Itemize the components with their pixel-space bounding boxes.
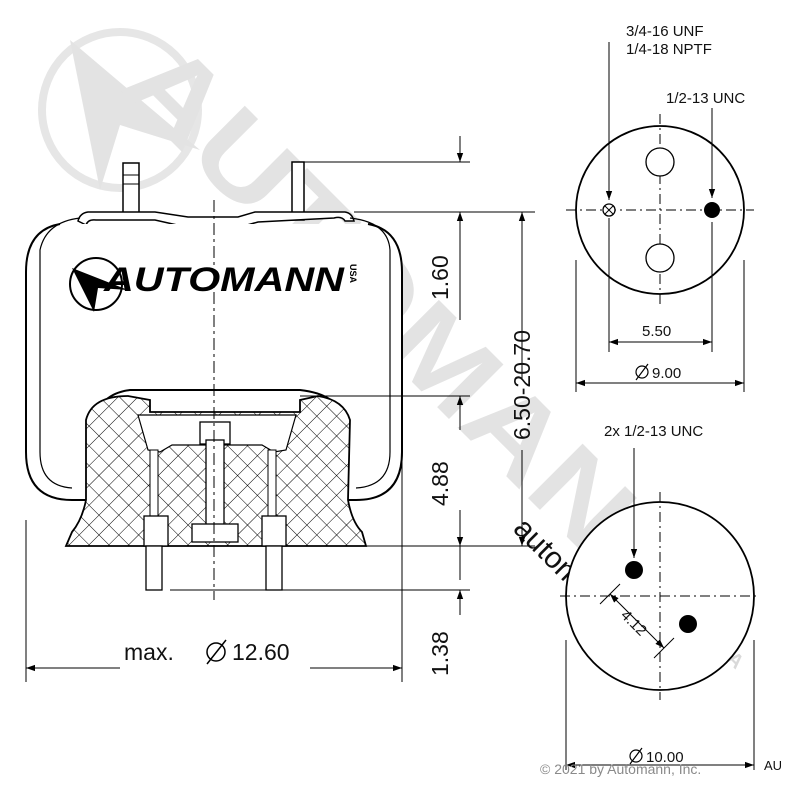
bottom-diameter-label: 10.00 xyxy=(646,749,684,766)
dim-top-height-label: 1.60 xyxy=(427,255,453,300)
dim-bottom-stud-label: 1.38 xyxy=(427,631,453,676)
top-stud-spacing-label: 5.50 xyxy=(642,323,671,340)
dim-piston-height-label: 4.88 xyxy=(427,461,453,506)
copyright-text: © 2021 by Automann, Inc. xyxy=(540,761,701,777)
bottom-thread-label: 2x 1/2-13 UNC xyxy=(604,423,703,440)
diameter-symbol-icon xyxy=(629,747,643,765)
diameter-symbol-icon xyxy=(206,639,227,665)
bottom-plate-stud-2 xyxy=(679,615,697,633)
top-bead-plate xyxy=(77,211,355,228)
dim-bottom-stud: 1.38 xyxy=(427,546,464,676)
automann-logo: AUTOMANN USA xyxy=(69,257,358,312)
dim-max-prefix: max. xyxy=(124,639,174,665)
dim-height-range: 6.50-20.70 xyxy=(509,212,535,546)
dim-height-range-label: 6.50-20.70 xyxy=(509,330,535,440)
automann-logo-icon xyxy=(69,257,128,312)
dim-max-diameter-label: 12.60 xyxy=(232,639,290,665)
top-plate-stud xyxy=(704,202,720,218)
air-spring-side-view: AUTOMANN USA xyxy=(25,161,403,600)
center-bolt xyxy=(191,421,239,543)
top-diameter-label: 9.00 xyxy=(652,365,681,382)
top-thread-label-2: 1/4-18 NPTF xyxy=(626,41,712,58)
top-plate-hole-lower xyxy=(645,243,675,273)
drawing-code: AU xyxy=(764,758,782,773)
top-plate-hole-upper xyxy=(645,147,675,177)
top-plate-view: 3/4-16 UNF 1/4-18 NPTF 1/2-13 UNC 5.50 9… xyxy=(566,23,754,392)
dim-max-diameter: max. 12.60 xyxy=(26,639,402,672)
bottom-plate-view: 2x 1/2-13 UNC 4.12 10.00 xyxy=(560,423,760,770)
watermark-logo-icon xyxy=(38,28,202,192)
top-studs xyxy=(122,161,305,221)
logo-usa: USA xyxy=(348,264,358,284)
bottom-plate-stud-1 xyxy=(625,561,643,579)
top-thread-label-3: 1/2-13 UNC xyxy=(666,90,745,107)
dim-piston-height: 4.88 xyxy=(427,396,464,546)
air-fitting-icon xyxy=(602,203,616,217)
logo-brand: AUTOMANN xyxy=(103,261,346,299)
dim-top-height: 1.60 xyxy=(427,136,464,320)
top-thread-label-1: 3/4-16 UNF xyxy=(626,23,704,40)
bottom-studs xyxy=(143,449,287,591)
extension-lines xyxy=(25,161,535,682)
diameter-symbol-icon xyxy=(635,363,649,381)
